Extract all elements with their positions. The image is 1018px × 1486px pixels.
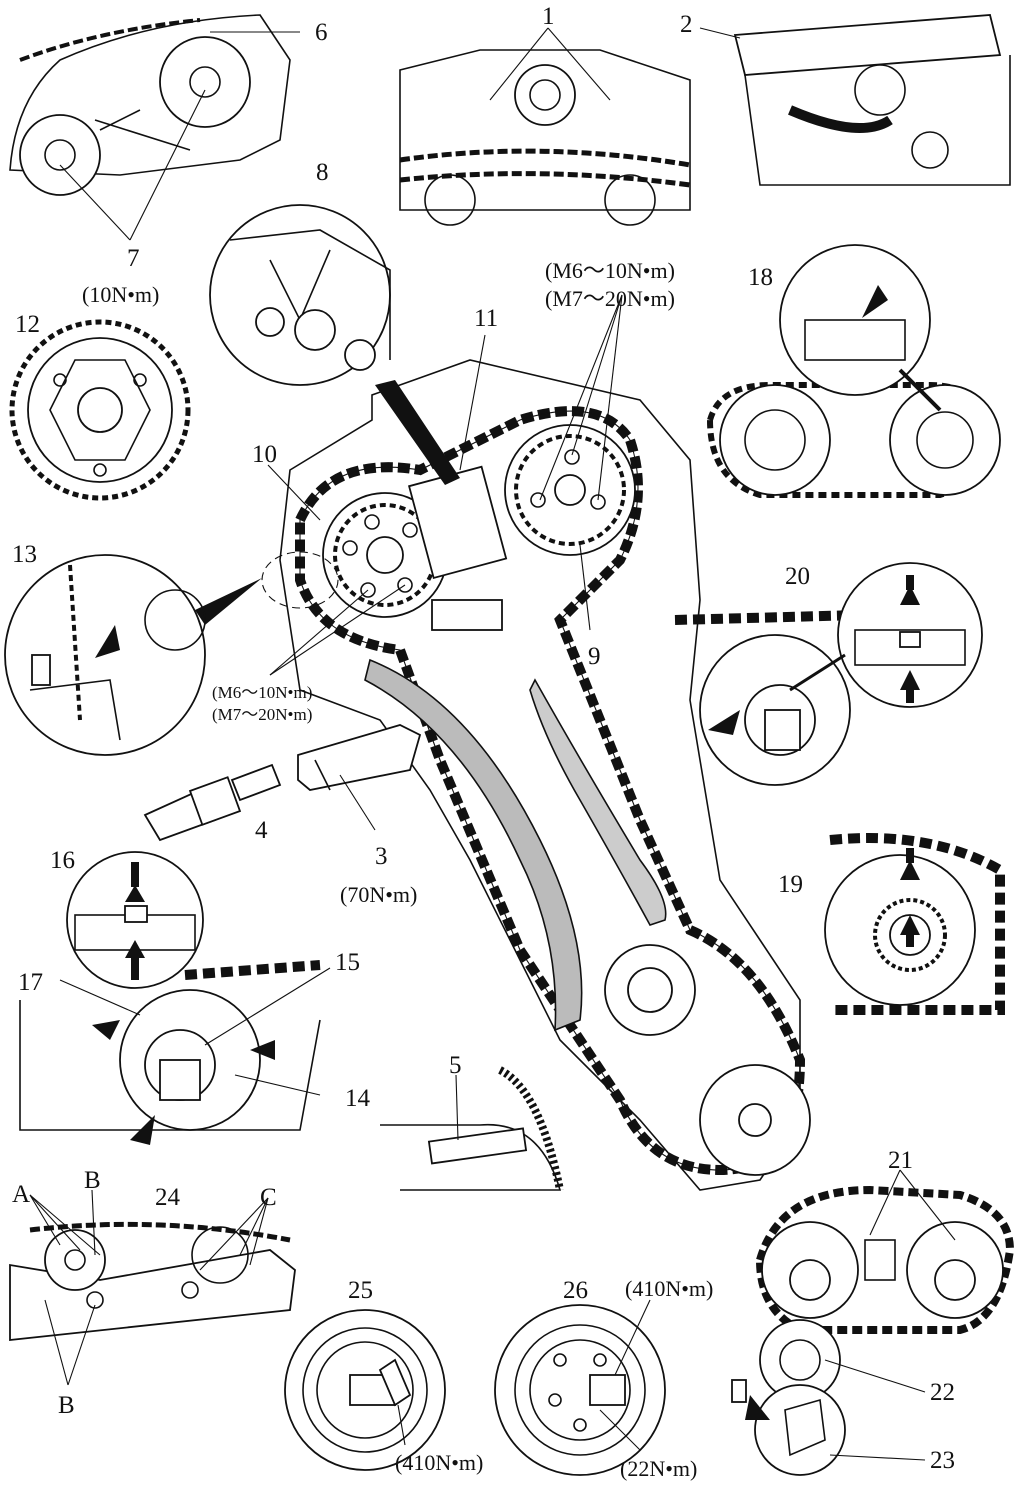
panel-19-intake-cam <box>824 833 1005 1015</box>
label-5: 5 <box>449 1052 462 1079</box>
tensioner-rail <box>364 658 583 1032</box>
torque-26-top: (410N•m) <box>625 1276 713 1301</box>
leader-lines <box>267 294 623 831</box>
label-B-bottom: B <box>58 1392 75 1419</box>
panel-20-exhaust-cam <box>674 562 983 786</box>
label-C: C <box>260 1184 277 1211</box>
panel-21-23-cam-lock-tool <box>731 1169 1015 1476</box>
label-7: 7 <box>127 245 140 272</box>
label-8: 8 <box>316 159 329 186</box>
chain-tensioner-3 <box>297 724 422 791</box>
panel-6-7-camshaft-caps <box>9 14 300 241</box>
label-22: 22 <box>930 1379 955 1406</box>
label-4: 4 <box>255 817 268 844</box>
torque-3: (70N•m) <box>340 882 417 907</box>
label-12: 12 <box>15 311 40 338</box>
panel-12-sprocket <box>9 319 191 501</box>
label-23: 23 <box>930 1447 955 1474</box>
label-14: 14 <box>345 1085 371 1112</box>
label-13: 13 <box>12 541 37 568</box>
cam-sprocket-9 <box>504 424 636 556</box>
label-B-top: B <box>84 1167 101 1194</box>
torque-labels: (10N•m) (70N•m) (M6～10N•m) (M7～20N•m) (M… <box>82 258 713 1481</box>
panel-16-crank-sprocket <box>19 851 331 1145</box>
label-20: 20 <box>785 563 810 590</box>
label-A: A <box>12 1181 30 1208</box>
part-labels: 1 2 3 4 5 6 7 8 9 10 11 12 13 14 15 16 1… <box>12 3 955 1474</box>
label-21: 21 <box>888 1147 913 1174</box>
panel-24-chain-guide-plate <box>9 1189 296 1386</box>
label-25: 25 <box>348 1277 373 1304</box>
label-9: 9 <box>588 643 601 670</box>
crank-sprocket <box>604 944 696 1036</box>
panel-1-cam-bearing <box>399 27 691 226</box>
label-19: 19 <box>778 871 803 898</box>
label-3: 3 <box>375 843 388 870</box>
panel-18-cam-sprockets <box>706 244 1001 498</box>
label-18: 18 <box>748 264 773 291</box>
tensioner-plunger-4 <box>143 763 282 842</box>
torque-26-bottom: (22N•m) <box>620 1456 697 1481</box>
torque-9-m7: (M7～20N•m) <box>545 286 675 311</box>
torque-7: (10N•m) <box>82 282 159 307</box>
torque-10-m6: (M6～10N•m) <box>212 683 312 702</box>
torque-9-m6: (M6～10N•m) <box>545 258 675 283</box>
label-17: 17 <box>18 969 43 996</box>
label-26: 26 <box>563 1277 588 1304</box>
detail-8-circle <box>209 204 460 485</box>
label-1: 1 <box>542 3 555 30</box>
main-timing-assembly <box>143 359 811 1191</box>
torque-25: (410N•m) <box>395 1450 483 1475</box>
label-10: 10 <box>252 441 277 468</box>
label-2: 2 <box>680 11 693 38</box>
panel-2-camshaft-bridge <box>699 14 1011 186</box>
detail-13-circle <box>4 554 206 756</box>
label-16: 16 <box>50 847 75 874</box>
lower-sprocket <box>699 1064 811 1176</box>
label-6: 6 <box>315 19 328 46</box>
torque-10-m7: (M7～20N•m) <box>212 705 312 724</box>
label-15: 15 <box>335 949 360 976</box>
panel-5-flywheel-pin <box>380 1066 564 1191</box>
panel-26-crank-damper <box>494 1299 666 1476</box>
label-11: 11 <box>474 305 498 332</box>
label-24: 24 <box>155 1184 181 1211</box>
panel-25-crank-damper <box>284 1309 446 1471</box>
guide-rail <box>529 678 667 926</box>
